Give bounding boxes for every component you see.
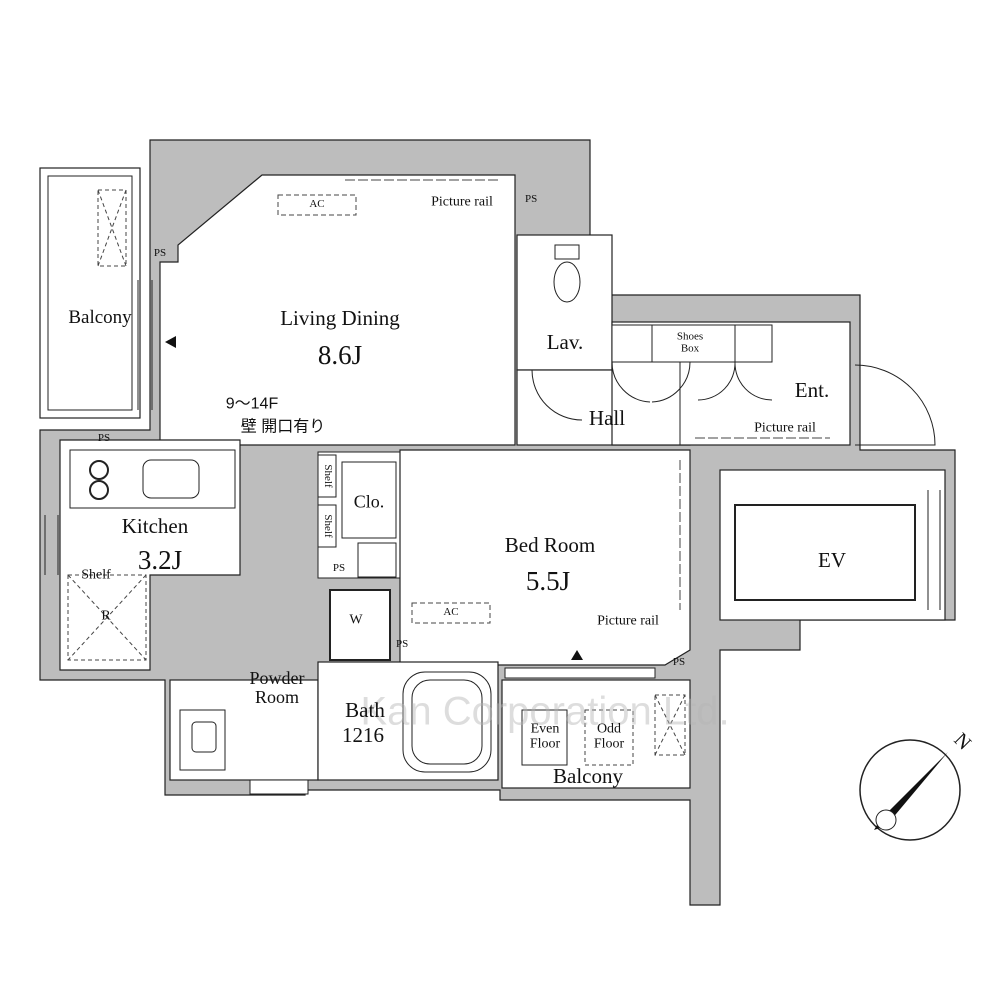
shelf-label-2: Shelf: [321, 514, 334, 538]
ps-label-4: PS: [332, 562, 346, 575]
living-dining-label: Living Dining: [280, 305, 400, 330]
hall-label: Hall: [588, 405, 626, 430]
elevator: [734, 504, 916, 601]
shoes-box: [611, 324, 773, 363]
ps-label-2: PS: [153, 247, 167, 260]
ps-label-5: PS: [396, 638, 409, 651]
bedroom-label: Bed Room: [504, 532, 596, 557]
living-dining-room: [159, 174, 516, 446]
closet-label: Clo.: [353, 491, 385, 512]
kitchen-size: 3.2J: [137, 544, 183, 575]
picture-rail-label-entrance: Picture rail: [754, 420, 816, 436]
ac-label-bedroom: AC: [443, 606, 459, 619]
washer-space: [329, 589, 391, 661]
powder-room-label: Powder Room: [249, 668, 305, 707]
floor-note: 9～14F: [225, 395, 279, 413]
balcony-left-label: Balcony: [68, 307, 132, 329]
shelf-label-1: Shelf: [321, 464, 334, 488]
hatch-box: [97, 189, 127, 267]
ps-label-6: PS: [672, 656, 686, 669]
picture-rail-label-bedroom: Picture rail: [597, 613, 659, 629]
picture-rail-label-living: Picture rail: [431, 194, 493, 210]
balcony-right-label: Balcony: [553, 763, 623, 788]
living-dining-size: 8.6J: [317, 339, 363, 370]
bath-size: 1216: [342, 722, 384, 747]
wall-opening-note: 壁 開口有り: [240, 418, 326, 436]
watermark: Kan Corporation Ltd.: [360, 689, 730, 734]
kitchen-label: Kitchen: [121, 513, 189, 538]
lav-label: Lav.: [546, 329, 584, 354]
balcony-right-area: [501, 679, 691, 789]
compass-icon: [859, 739, 961, 841]
elevator-label: EV: [818, 547, 846, 572]
washer-label: W: [349, 612, 363, 628]
ps-label-3: PS: [97, 432, 111, 445]
bath-label: Bath: [345, 697, 385, 722]
bedroom: [399, 449, 691, 666]
refrigerator-label: R: [101, 608, 111, 624]
odd-floor-label: Odd Floor: [593, 721, 625, 751]
even-floor-label: Even Floor: [529, 721, 561, 751]
shoes-box-label: Shoes Box: [676, 330, 704, 354]
ac-label-living: AC: [309, 198, 325, 211]
ps-label-1: PS: [525, 193, 538, 206]
shelf-label-kitchen: Shelf: [81, 567, 111, 583]
balcony-left-area: [39, 167, 141, 419]
bedroom-size: 5.5J: [525, 565, 571, 596]
entrance-label: Ent.: [794, 377, 830, 402]
